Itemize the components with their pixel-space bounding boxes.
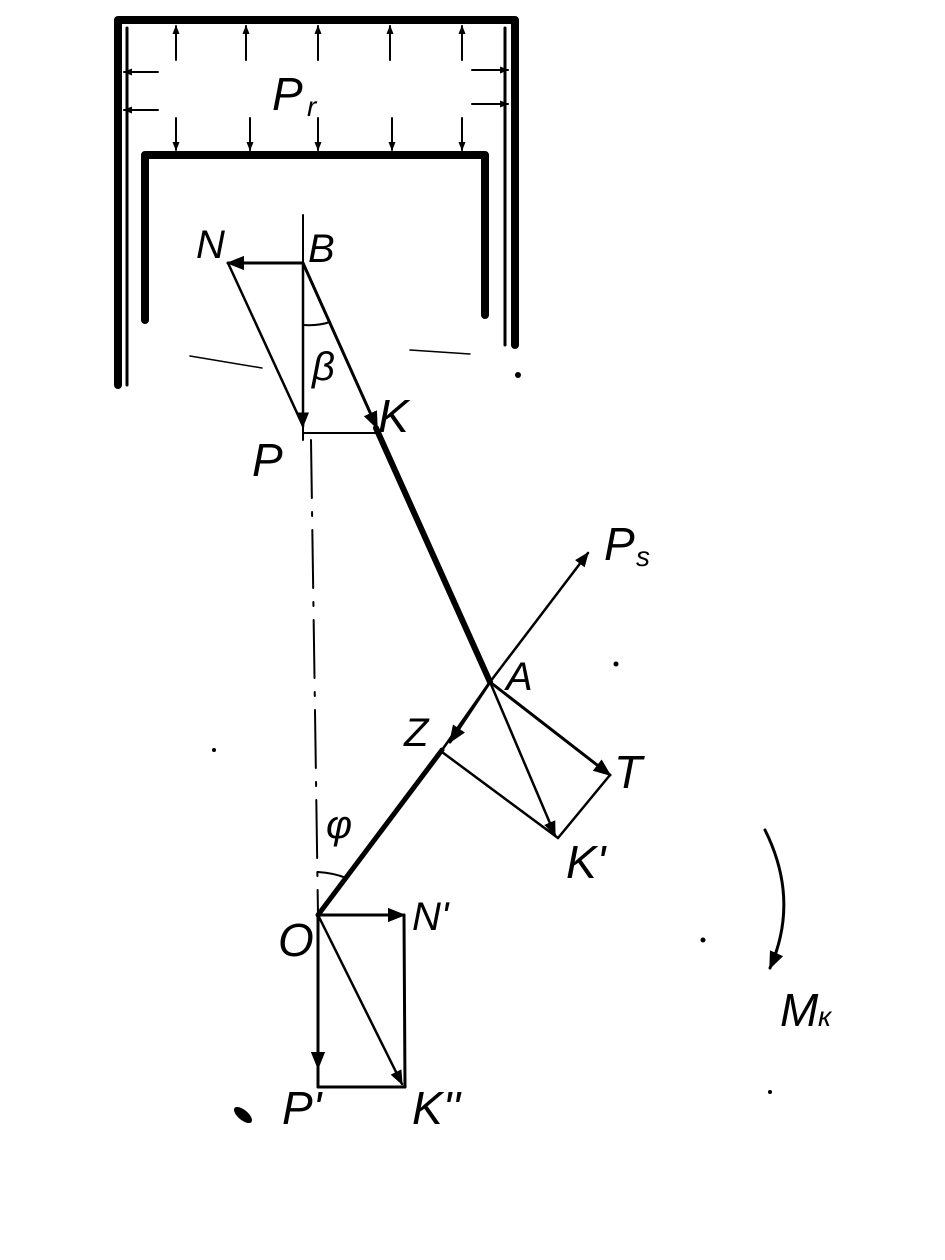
- piston-force-at-o-label: P': [282, 1082, 324, 1134]
- cylinder-axis: [302, 214, 319, 916]
- gas-pressure-label: P: [272, 68, 303, 120]
- radial-closing-line: [440, 750, 560, 840]
- rod-force-label: K: [378, 390, 411, 442]
- connecting-rod: [373, 425, 493, 685]
- angle-phi-label: φ: [326, 803, 352, 847]
- inertia-force-subscript: s: [636, 541, 650, 572]
- cylinder: [114, 16, 521, 389]
- normal-force-label: N: [196, 223, 225, 267]
- radial-force-label: Z: [403, 711, 430, 755]
- crank-center-force-decomposition: [310, 871, 407, 1089]
- rod-force-at-crank-vector: [488, 680, 557, 837]
- normal-force-at-o-label: N': [412, 895, 450, 939]
- crank-center-label: O: [278, 914, 314, 966]
- inertia-force-label: P: [604, 518, 635, 570]
- sketch-marks: [189, 349, 772, 1124]
- torque-arrow: [763, 828, 786, 970]
- rod-force-at-o-vector: [316, 913, 404, 1086]
- piston-force-triangle: [226, 255, 379, 434]
- inertia-force-vector: [488, 551, 590, 684]
- rod-force-at-o-label: K'': [412, 1082, 462, 1134]
- tangential-force-label: T: [614, 746, 645, 798]
- crank-pin-label: A: [504, 655, 533, 699]
- tangential-force-vector: [488, 680, 612, 777]
- tangential-closing-line: [556, 773, 612, 840]
- normal-closing-line: [226, 261, 305, 428]
- crank: [315, 747, 445, 918]
- torque-subscript: к: [818, 1001, 833, 1032]
- torque-label: M: [780, 984, 819, 1036]
- piston: [141, 151, 489, 324]
- piston-force-label: P: [252, 434, 283, 486]
- gas-pressure-arrows: [123, 25, 509, 151]
- crank-pin-force-decomposition: [440, 680, 612, 840]
- angle-phi-arc: [317, 871, 347, 879]
- angle-beta-label: β: [311, 345, 335, 389]
- radial-force-vector: [448, 680, 492, 744]
- rod-force-vector: [301, 261, 379, 430]
- gas-pressure-subscript: r: [307, 91, 318, 122]
- piston-pin-label: B: [308, 227, 335, 271]
- rod-force-at-crank-label: K': [566, 836, 608, 888]
- angle-beta-arc: [302, 321, 331, 327]
